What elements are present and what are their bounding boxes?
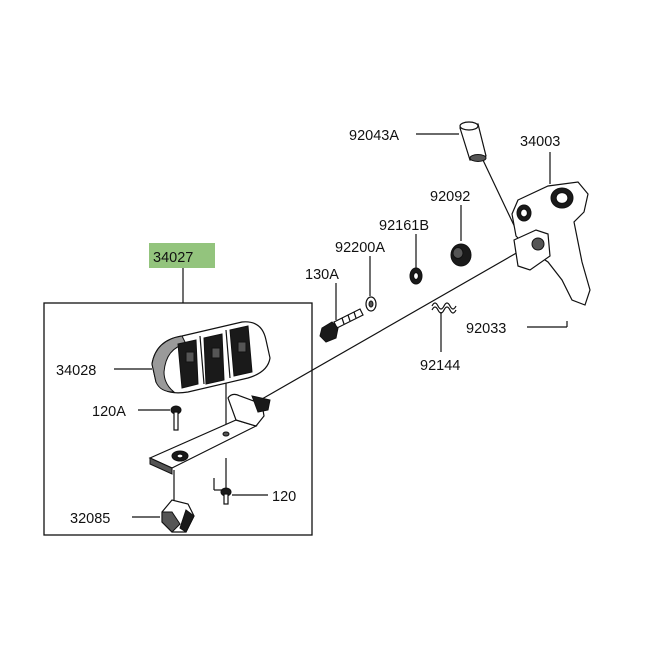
label-92033: 92033 — [466, 321, 506, 337]
screw-120 — [220, 487, 232, 505]
screw-120A — [170, 405, 182, 431]
footpeg-plate-34027 — [148, 393, 271, 475]
bracket-34003 — [511, 181, 591, 306]
label-130A: 130A — [305, 267, 339, 283]
label-92144: 92144 — [420, 358, 460, 374]
label-32085: 32085 — [70, 511, 110, 527]
bush-92092 — [450, 243, 472, 267]
label-92200A: 92200A — [335, 240, 385, 256]
label-92161B: 92161B — [379, 218, 429, 234]
label-34028: 34028 — [56, 363, 96, 379]
axis-line — [254, 227, 561, 404]
part-number-highlight — [149, 243, 215, 268]
bolt-130A — [319, 308, 364, 343]
washer-92161B — [409, 267, 423, 285]
washer-92200A — [365, 296, 377, 312]
footpeg-rubber-34028 — [151, 321, 271, 394]
pin-92043A — [459, 121, 487, 162]
label-120: 120 — [272, 489, 296, 505]
label-120A: 120A — [92, 404, 126, 420]
spring-92144 — [431, 302, 457, 314]
label-92092: 92092 — [430, 189, 470, 205]
slider-32085 — [161, 499, 195, 533]
label-34027: 34027 — [153, 250, 193, 266]
assembly-frame — [43, 302, 313, 536]
label-34003: 34003 — [520, 134, 560, 150]
label-92043A: 92043A — [349, 128, 399, 144]
